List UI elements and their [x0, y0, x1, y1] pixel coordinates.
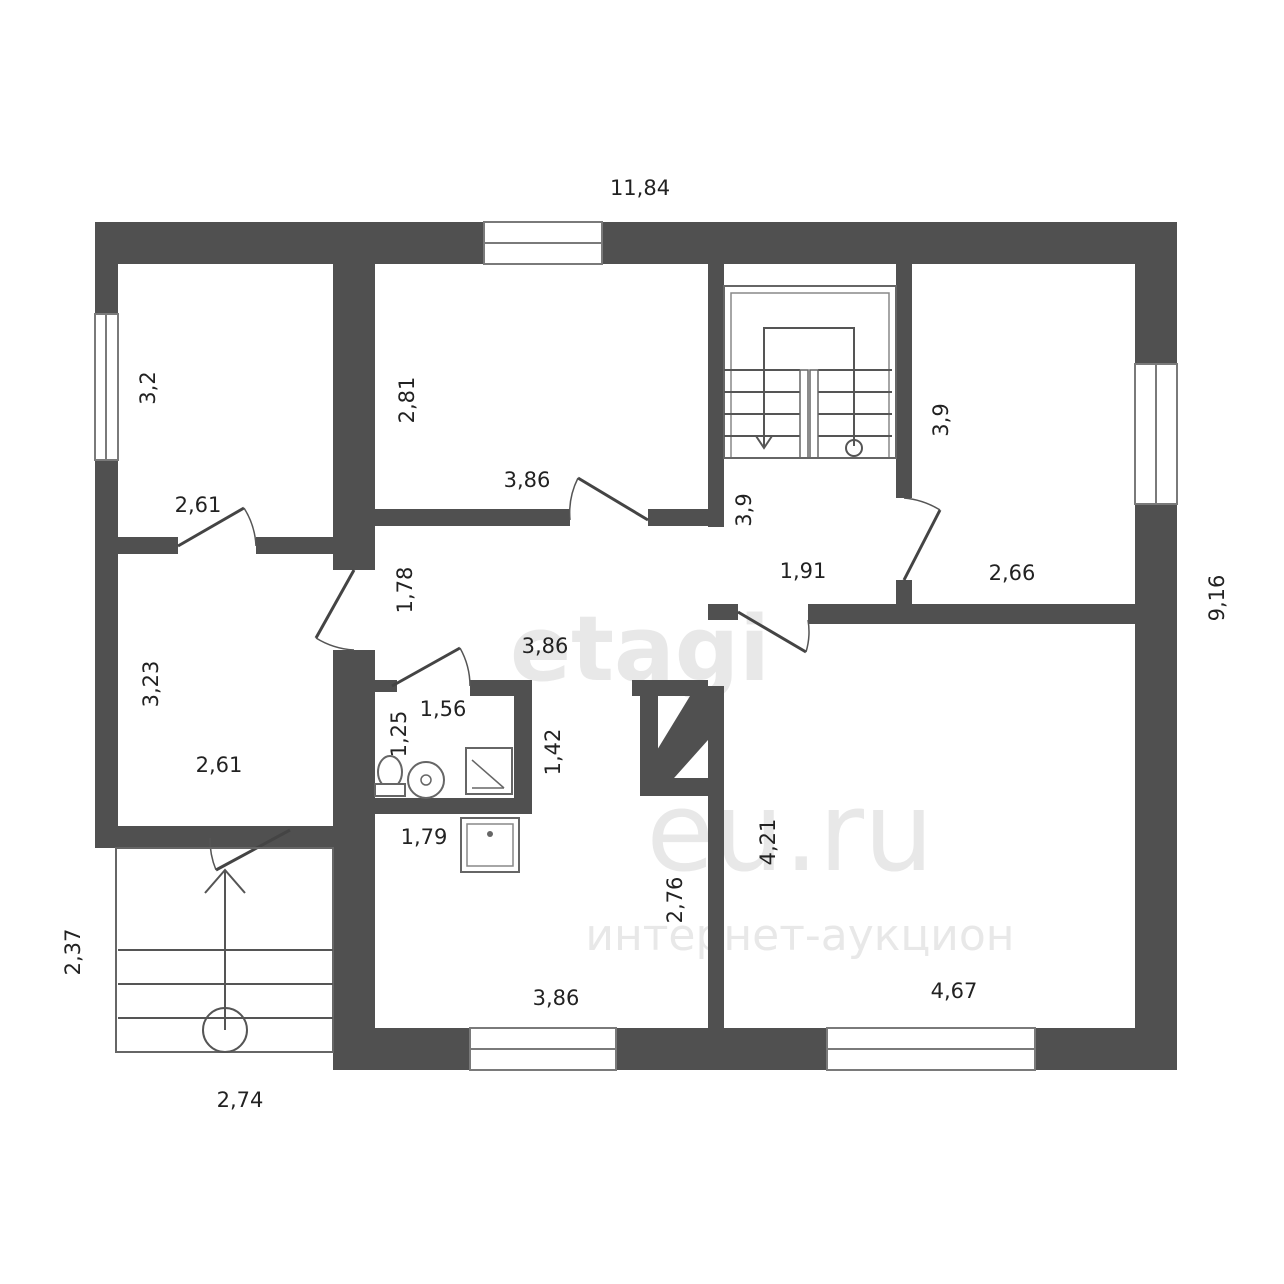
- wall-south: [333, 1028, 1177, 1070]
- wall-nc-south-a: [375, 509, 570, 526]
- watermark: etagi eu.ru интернет-аукцион: [510, 597, 1015, 961]
- door-room-ne: [902, 497, 942, 581]
- wall-living-north-b: [808, 604, 1135, 624]
- door-entrance: [209, 828, 291, 872]
- room-w-width: 2,61: [196, 753, 243, 777]
- wall-south-west: [95, 826, 333, 848]
- window-south-kitchen: [469, 1027, 617, 1071]
- bathroom-fixtures: [374, 747, 513, 799]
- door-room-n-center: [568, 476, 649, 522]
- kitchen-width: 3,86: [533, 986, 580, 1010]
- window-west: [94, 313, 119, 461]
- room-ne-width: 2,66: [989, 561, 1036, 585]
- window-south-living: [826, 1027, 1036, 1071]
- door-room-w: [314, 569, 356, 651]
- living-depth: 4,21: [756, 819, 780, 866]
- window-east: [1134, 363, 1178, 505]
- bathroom-width: 1,56: [420, 697, 467, 721]
- kitchen-sink-icon: [460, 817, 520, 873]
- room-n-center-width: 3,86: [504, 468, 551, 492]
- wall-west-lower: [333, 650, 375, 1070]
- toilet-tank-icon: [374, 783, 406, 797]
- room-nw-width: 2,61: [175, 493, 222, 517]
- wall-nw-south-a: [118, 537, 178, 554]
- porch-width-label: 2,74: [217, 1088, 264, 1112]
- windows: [94, 221, 1178, 1071]
- bathroom-depth: 1,25: [387, 711, 411, 758]
- wall-nc-south-b: [648, 509, 708, 526]
- wall-bath-east: [514, 680, 532, 814]
- room-nw-depth: 3,2: [136, 371, 160, 404]
- porch-stairs: [115, 847, 334, 1053]
- wall-living-west: [708, 686, 724, 1028]
- corridor-depth: 1,78: [393, 567, 417, 614]
- doors: [177, 476, 942, 872]
- room-ne-depth: 3,9: [929, 403, 953, 436]
- wall-nw-east: [333, 222, 375, 570]
- interior-stair: [723, 285, 897, 459]
- porch-depth-label: 2,37: [61, 929, 85, 976]
- door-room-nw: [177, 506, 257, 548]
- dimension-labels: 11,84 9,16 2,74 2,37 3,2 2,61 2,81 3,86 …: [61, 176, 1229, 1112]
- stair-hall-width: 1,91: [780, 559, 827, 583]
- wall-north: [95, 222, 1177, 264]
- room-n-center-depth: 2,81: [395, 377, 419, 424]
- kitchen-sink-width: 1,79: [401, 825, 448, 849]
- passage-depth: 1,42: [541, 729, 565, 776]
- room-w-depth: 3,23: [139, 661, 163, 708]
- total-depth-label: 9,16: [1205, 575, 1229, 622]
- living-width: 4,67: [931, 979, 978, 1003]
- closet-diagonal: [640, 696, 708, 796]
- washbasin-icon: [407, 761, 445, 799]
- door-bathroom: [391, 646, 471, 688]
- door-living: [737, 610, 810, 654]
- window-north: [483, 221, 603, 265]
- corridor-width: 3,86: [522, 634, 569, 658]
- kitchen-depth: 2,76: [663, 877, 687, 924]
- watermark-tagline: интернет-аукцион: [585, 910, 1014, 961]
- shower-icon: [465, 747, 513, 795]
- wall-east: [1135, 222, 1177, 1070]
- wall-bath-south: [375, 798, 532, 814]
- stair-hall-depth: 3,9: [732, 493, 756, 526]
- wall-ne-west-lower: [896, 580, 912, 608]
- wall-nw-south-b: [256, 537, 333, 554]
- kitchen-fixtures: [460, 817, 520, 873]
- wall-stair-west: [708, 222, 724, 527]
- total-width-label: 11,84: [610, 176, 670, 200]
- wall-living-north-a: [708, 604, 738, 620]
- wall-bath-north-a: [375, 680, 397, 692]
- wall-ne-west-upper: [896, 222, 912, 498]
- interior-walls: [118, 222, 1135, 1028]
